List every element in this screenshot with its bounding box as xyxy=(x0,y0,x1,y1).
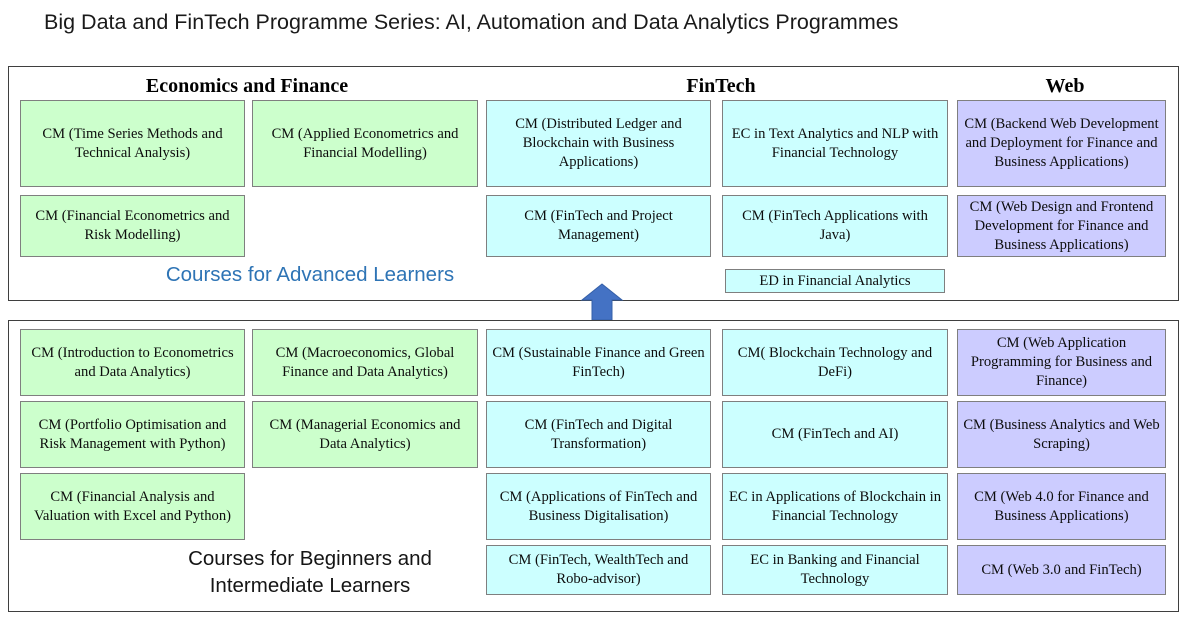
course-box[interactable]: CM (Web 4.0 for Finance and Business App… xyxy=(957,473,1166,540)
course-box[interactable]: CM (Backend Web Development and Deployme… xyxy=(957,100,1166,187)
course-box[interactable]: CM (Web 3.0 and FinTech) xyxy=(957,545,1166,595)
advanced-learners-panel: Economics and Finance FinTech Web CM (Ti… xyxy=(8,66,1179,301)
course-box[interactable]: CM (FinTech, WealthTech and Robo-advisor… xyxy=(486,545,711,595)
course-box[interactable]: CM (Introduction to Econometrics and Dat… xyxy=(20,329,245,396)
column-header-economics-and-finance: Economics and Finance xyxy=(145,75,349,97)
course-box[interactable]: EC in Banking and Financial Technology xyxy=(722,545,948,595)
course-box[interactable]: CM (Applications of FinTech and Business… xyxy=(486,473,711,540)
course-box[interactable]: CM( Blockchain Technology and DeFi) xyxy=(722,329,948,396)
course-box[interactable]: CM (FinTech and Digital Transformation) xyxy=(486,401,711,468)
course-box[interactable]: CM (Portfolio Optimisation and Risk Mana… xyxy=(20,401,245,468)
course-box[interactable]: CM (Business Analytics and Web Scraping) xyxy=(957,401,1166,468)
beginner-intermediate-caption: Courses for Beginners and Intermediate L… xyxy=(188,547,432,597)
course-box[interactable]: CM (FinTech and Project Management) xyxy=(486,195,711,257)
course-box[interactable]: CM (Web Application Programming for Busi… xyxy=(957,329,1166,396)
course-box[interactable]: CM (FinTech Applications with Java) xyxy=(722,195,948,257)
course-box[interactable]: EC in Applications of Blockchain in Fina… xyxy=(722,473,948,540)
column-header-fintech: FinTech xyxy=(686,75,756,97)
up-arrow-icon xyxy=(580,283,624,321)
course-box[interactable]: CM (FinTech and AI) xyxy=(722,401,948,468)
course-box[interactable]: CM (Financial Analysis and Valuation wit… xyxy=(20,473,245,540)
course-box[interactable]: CM (Financial Econometrics and Risk Mode… xyxy=(20,195,245,257)
page-title: Big Data and FinTech Programme Series: A… xyxy=(44,10,899,34)
course-box[interactable]: ED in Financial Analytics xyxy=(725,269,945,293)
course-box[interactable]: CM (Time Series Methods and Technical An… xyxy=(20,100,245,187)
course-box[interactable]: CM (Sustainable Finance and Green FinTec… xyxy=(486,329,711,396)
course-box[interactable]: CM (Managerial Economics and Data Analyt… xyxy=(252,401,478,468)
course-box[interactable]: CM (Macroeconomics, Global Finance and D… xyxy=(252,329,478,396)
course-box[interactable]: CM (Applied Econometrics and Financial M… xyxy=(252,100,478,187)
course-box[interactable]: EC in Text Analytics and NLP with Financ… xyxy=(722,100,948,187)
course-box[interactable]: CM (Distributed Ledger and Blockchain wi… xyxy=(486,100,711,187)
column-header-web: Web xyxy=(1045,75,1085,97)
course-box[interactable]: CM (Web Design and Frontend Development … xyxy=(957,195,1166,257)
advanced-learners-caption: Courses for Advanced Learners xyxy=(165,263,455,286)
beginner-intermediate-panel: CM (Introduction to Econometrics and Dat… xyxy=(8,320,1179,612)
